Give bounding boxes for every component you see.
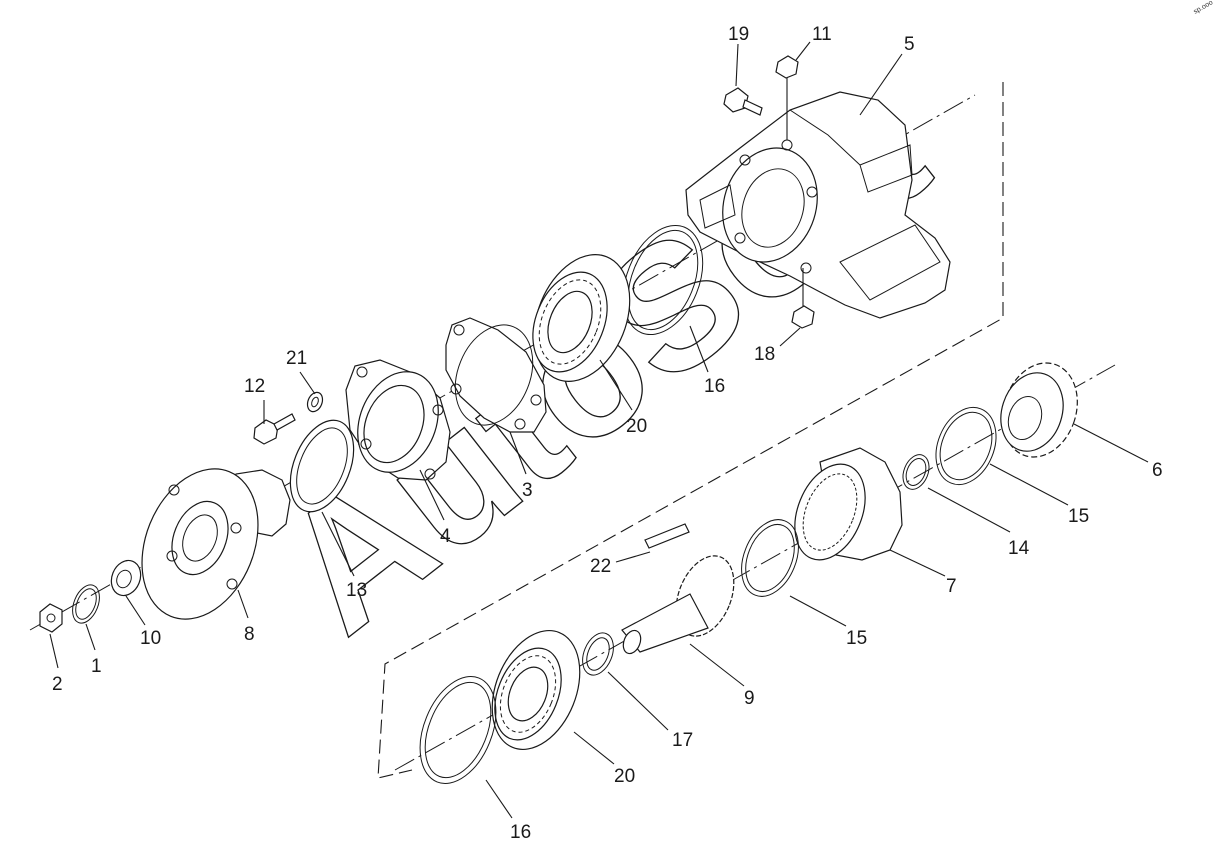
shaft-gear-part-9 bbox=[621, 555, 735, 655]
nut-part-2 bbox=[39, 603, 63, 633]
lower-axis bbox=[394, 364, 1116, 771]
ring-part-1 bbox=[72, 584, 100, 624]
callout-4: 4 bbox=[440, 526, 451, 547]
callout-19: 19 bbox=[728, 24, 749, 45]
callout-11: 11 bbox=[812, 24, 832, 45]
callout-labels: 2 1 10 8 13 12 21 4 3 20 16 18 19 11 5 6… bbox=[52, 24, 1163, 843]
ring-part-15-lower bbox=[741, 519, 799, 597]
callout-15b: 15 bbox=[846, 628, 867, 649]
callout-9: 9 bbox=[744, 688, 755, 709]
ring-part-17 bbox=[582, 632, 614, 676]
callout-10: 10 bbox=[140, 628, 161, 649]
callout-20b: 20 bbox=[614, 766, 635, 787]
callout-20a: 20 bbox=[626, 416, 647, 437]
ring-part-15-upper bbox=[935, 406, 997, 486]
snap-ring-part-16-lower bbox=[419, 676, 497, 784]
gasket-part-3 bbox=[445, 317, 547, 433]
bearing-part-20-upper bbox=[532, 254, 631, 382]
bolt-part-11 bbox=[775, 55, 799, 140]
callout-16b: 16 bbox=[510, 822, 531, 843]
callout-13: 13 bbox=[346, 580, 367, 601]
bearing-part-20-lower bbox=[491, 629, 581, 751]
callout-3: 3 bbox=[522, 480, 533, 501]
ring-part-14 bbox=[902, 454, 930, 490]
callout-12: 12 bbox=[244, 376, 265, 397]
dashed-frame bbox=[377, 82, 1004, 779]
callout-7: 7 bbox=[946, 576, 957, 597]
callout-6: 6 bbox=[1152, 460, 1163, 481]
bolt-part-12 bbox=[253, 413, 296, 445]
callout-8: 8 bbox=[244, 624, 255, 645]
callout-18: 18 bbox=[754, 344, 775, 365]
corner-mark: sp.ooo bbox=[1193, 0, 1215, 16]
callout-15a: 15 bbox=[1068, 506, 1089, 527]
bolt-part-18 bbox=[791, 268, 815, 329]
washer-part-10 bbox=[110, 559, 142, 597]
housing-part-5 bbox=[685, 91, 951, 319]
leader-lines bbox=[49, 41, 1149, 819]
callout-14: 14 bbox=[1008, 538, 1030, 559]
seal-part-13 bbox=[289, 419, 355, 513]
callout-16a: 16 bbox=[704, 376, 725, 397]
callout-17: 17 bbox=[672, 730, 693, 751]
snap-ring-part-16-upper bbox=[622, 224, 704, 336]
callout-22: 22 bbox=[590, 556, 611, 577]
ring-gear-part-7 bbox=[794, 447, 903, 561]
bolt-part-19 bbox=[723, 87, 763, 116]
gear-part-6 bbox=[1000, 362, 1078, 458]
callout-5: 5 bbox=[904, 34, 915, 55]
flange-part-8 bbox=[141, 468, 291, 620]
washer-part-21 bbox=[306, 391, 324, 413]
callout-21: 21 bbox=[286, 348, 307, 369]
callout-1: 1 bbox=[91, 656, 102, 677]
callout-2: 2 bbox=[52, 674, 63, 695]
key-part-22 bbox=[644, 523, 690, 549]
cover-part-4 bbox=[345, 359, 451, 481]
